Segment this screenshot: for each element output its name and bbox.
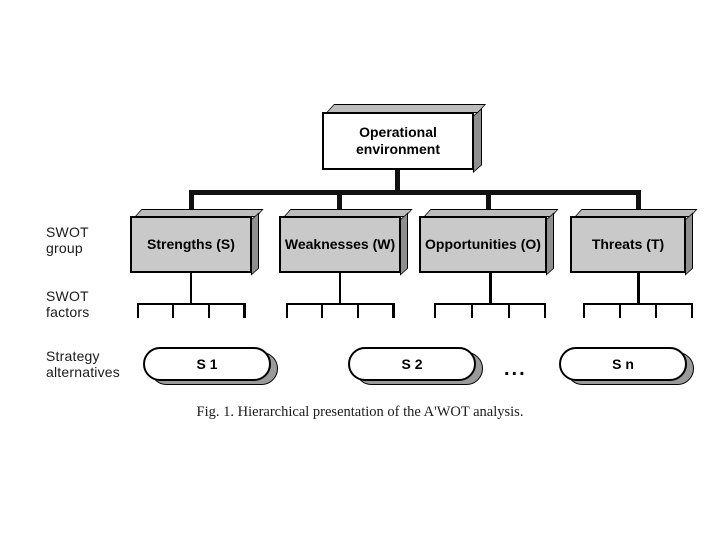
connector-drop-opportunities [486, 190, 491, 218]
factor-tick-threats-2 [619, 303, 621, 318]
node-swot-weaknesses[interactable]: Weaknesses (W) [279, 216, 401, 273]
connector-drop-weaknesses [337, 190, 342, 218]
connector-factor-stem-threats [637, 273, 640, 304]
connector-factor-stem-strengths [190, 273, 192, 304]
factor-tick-weaknesses-2 [321, 303, 323, 318]
node-opportunities-right-face [546, 212, 554, 276]
row-label-swot-group: SWOT group [46, 224, 89, 256]
factor-tick-weaknesses-1 [286, 303, 288, 318]
factor-tick-weaknesses-3 [357, 303, 359, 318]
factor-tick-opportunities-3 [508, 303, 510, 318]
node-swot-strengths[interactable]: Strengths (S) [130, 216, 252, 273]
node-operational-environment[interactable]: Operational environment [322, 112, 474, 170]
node-strategy-s2[interactable]: S 2 [348, 347, 476, 381]
node-strategy-s1[interactable]: S 1 [143, 347, 271, 381]
factor-tick-strengths-3 [208, 303, 210, 318]
factor-tick-opportunities-4 [544, 303, 546, 318]
connector-factor-bar-weaknesses [286, 303, 394, 305]
node-strengths-right-face [251, 212, 259, 276]
factor-tick-strengths-1 [137, 303, 139, 318]
row-label-strategy-alternatives: Strategy alternatives [46, 348, 120, 380]
node-swot-threats[interactable]: Threats (T) [570, 216, 686, 273]
connector-bus-bar [189, 190, 641, 195]
factor-tick-strengths-4 [243, 303, 246, 318]
factor-tick-opportunities-2 [471, 303, 473, 318]
factor-tick-opportunities-1 [434, 303, 436, 318]
node-threats-right-face [685, 212, 693, 276]
connector-factor-bar-strengths [137, 303, 245, 305]
connector-factor-stem-opportunities [489, 273, 492, 304]
connector-root-stem [395, 168, 400, 192]
root-node-right-face [473, 107, 482, 174]
figure-caption: Fig. 1. Hierarchical presentation of the… [196, 404, 524, 420]
connector-factor-bar-opportunities [434, 303, 546, 305]
node-strategy-sn[interactable]: S n [559, 347, 687, 381]
node-swot-opportunities[interactable]: Opportunities (O) [419, 216, 547, 273]
connector-drop-strengths [189, 190, 194, 218]
factor-tick-threats-4 [691, 303, 693, 318]
strategy-ellipsis: ... [504, 358, 527, 380]
factor-tick-strengths-2 [172, 303, 174, 318]
factor-tick-threats-3 [655, 303, 657, 318]
connector-factor-stem-weaknesses [339, 273, 341, 304]
node-weaknesses-right-face [400, 212, 408, 276]
factor-tick-weaknesses-4 [392, 303, 395, 318]
connector-factor-bar-threats [583, 303, 693, 305]
connector-drop-threats [636, 190, 641, 218]
row-label-swot-factors: SWOT factors [46, 288, 90, 320]
factor-tick-threats-1 [583, 303, 585, 318]
